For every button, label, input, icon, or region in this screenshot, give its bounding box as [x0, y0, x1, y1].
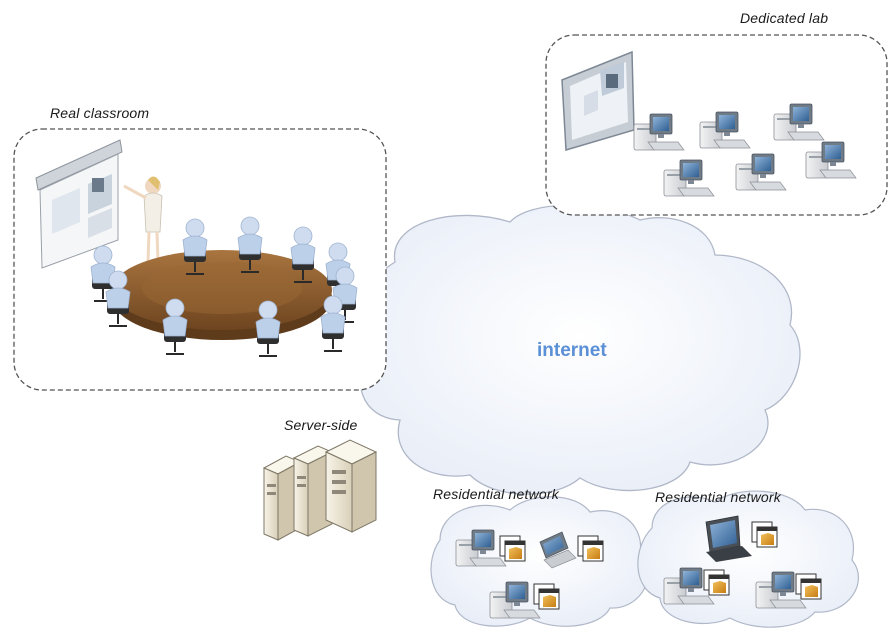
residential-1-devices [455, 529, 604, 619]
residential-network-label-2: Residential network [655, 489, 781, 505]
conference-table [112, 250, 332, 340]
dedicated-lab-label: Dedicated lab [740, 10, 829, 26]
server-side-label: Server-side [284, 417, 358, 433]
residential-cloud-2 [637, 490, 859, 628]
real-classroom-label: Real classroom [50, 105, 150, 121]
residential-2-devices [663, 515, 822, 609]
presenter-figure [123, 176, 163, 263]
internet-label: internet [537, 340, 607, 361]
server-stack [262, 439, 378, 541]
projection-screen [35, 139, 123, 269]
residential-network-label-1: Residential network [433, 486, 559, 502]
lab-display-board [561, 50, 635, 151]
